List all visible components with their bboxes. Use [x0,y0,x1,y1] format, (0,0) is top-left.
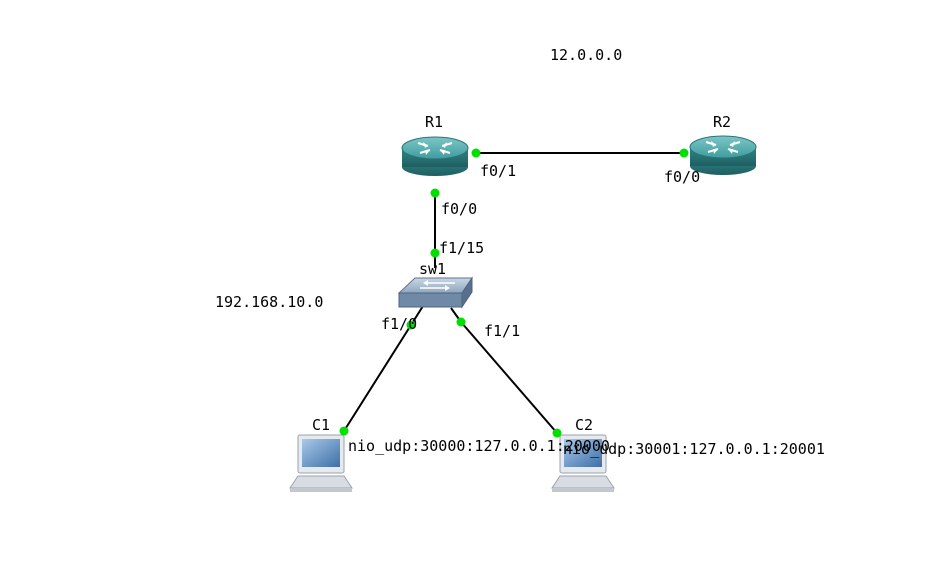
port-label-sw-f10: f1/0 [381,315,418,333]
port-label-sw-f115: f1/15 [439,239,485,257]
switch-sw1-icon[interactable] [397,276,473,309]
port-label-r1-f00: f0/0 [441,200,478,218]
port-dot-sw-f10 [406,320,416,330]
port-dot-r2-f00 [679,148,689,158]
port-dot-sw-f11 [456,317,466,327]
port-dot-r1-f01 [471,148,481,158]
network-label-lan: 192.168.10.0 [215,293,324,311]
device-label-c2: C2 [575,416,594,434]
port-dot-c2 [552,428,562,438]
router-r1-icon[interactable] [401,136,469,176]
port-label-sw-f11: f1/1 [484,322,521,340]
pc-c1-icon[interactable] [289,434,353,492]
device-label-r2: R2 [713,113,732,131]
link-sw1-c2[interactable] [460,321,558,434]
nio-label-c1: nio_udp:30000:127.0.0.1:20000 [348,437,610,455]
port-dot-sw-f115 [430,248,440,258]
link-sw1-c1[interactable] [343,324,412,432]
device-label-sw1: sw1 [419,260,447,278]
port-dot-c1 [339,426,349,436]
router-r2-icon[interactable] [689,135,757,175]
nio-label-c2: nio_udp:30001:127.0.0.1:20001 [563,440,825,458]
port-label-r1-f01: f0/1 [480,162,517,180]
pc-c2-icon[interactable] [551,434,615,492]
port-label-r2-f00: f0/0 [664,168,701,186]
port-dot-r1-f00 [430,188,440,198]
network-label-wan: 12.0.0.0 [550,46,623,64]
device-label-r1: R1 [425,113,444,131]
device-label-c1: C1 [312,416,331,434]
